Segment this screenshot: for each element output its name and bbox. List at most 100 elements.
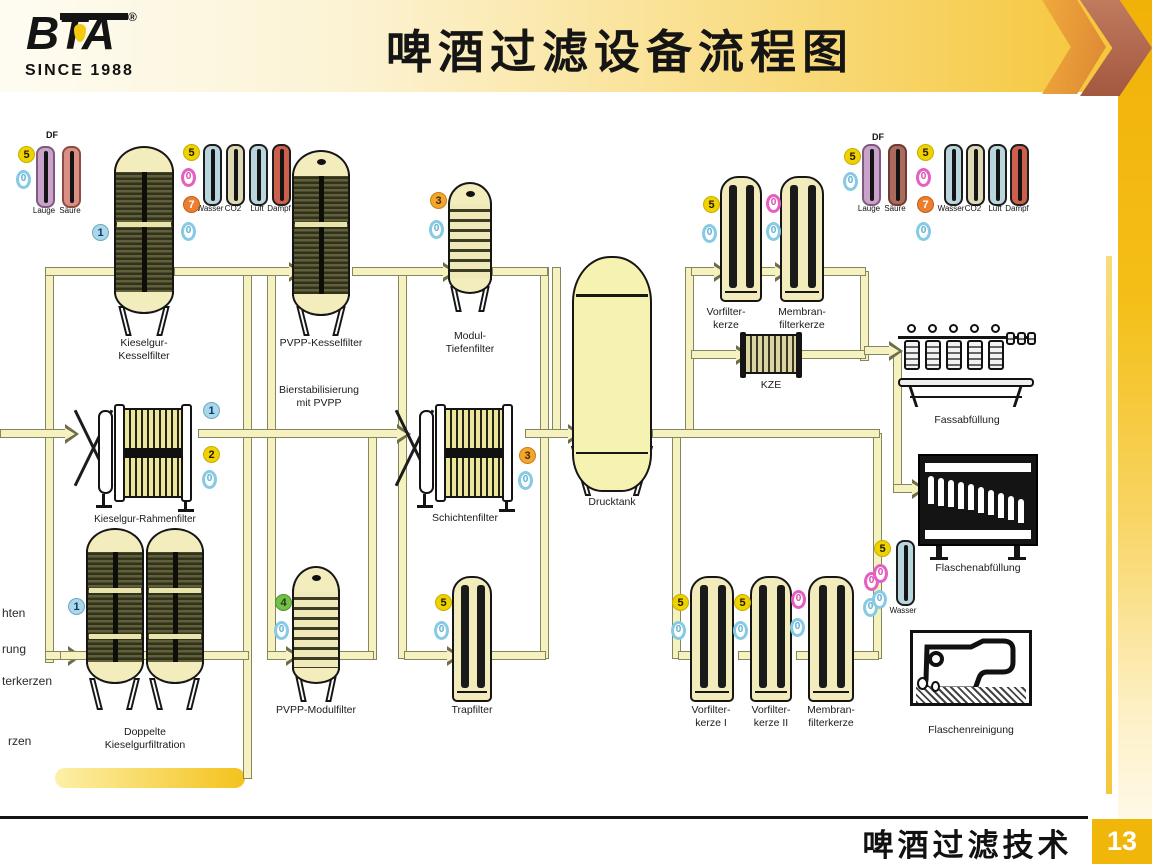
keg <box>967 340 983 370</box>
badge-0: 0 <box>766 222 781 241</box>
equipment-label: Kieselgur- Kesselfilter <box>90 337 198 363</box>
equipment-label: Vorfilter- kerze II <box>740 704 802 730</box>
equipment-label: Modul- Tiefenfilter <box>432 330 508 356</box>
process-note: Bierstabilisierung mit PVPP <box>258 384 380 410</box>
pipe <box>198 423 411 444</box>
equipment-label: Fassabfüllung <box>934 414 1000 426</box>
equipment-drucktank <box>570 256 654 504</box>
pipe <box>45 267 54 663</box>
machine-leg <box>423 494 426 506</box>
tube-label: Luft <box>250 204 264 213</box>
plate-pack-band <box>446 448 502 458</box>
badge-0: 0 <box>202 470 217 489</box>
page-title: 啤酒过滤设备流程图 <box>386 25 854 79</box>
badge-7: 7 <box>917 196 934 213</box>
label-line: Doppelte <box>123 726 167 738</box>
label-line: Kesselfilter <box>118 350 170 363</box>
edge-text-fragment: hten <box>2 606 26 620</box>
pipe <box>490 651 546 660</box>
machine-foot <box>499 509 515 512</box>
plate-pack <box>446 408 502 498</box>
vessel-dome <box>448 182 492 204</box>
badge-0: 0 <box>843 172 858 191</box>
filter-candle <box>808 185 816 288</box>
badge-5: 5 <box>917 144 934 161</box>
machine-brace <box>910 396 1022 398</box>
label-line: Vorfilter- <box>751 704 791 716</box>
right-accent-band <box>1118 0 1152 864</box>
badge-0: 0 <box>274 621 289 640</box>
vessel-band <box>89 588 141 593</box>
keg <box>1027 332 1036 345</box>
equipment-pvpp-kesselfilter <box>292 150 350 342</box>
equipment-schichtenfilter <box>394 396 527 512</box>
bottle <box>938 478 944 506</box>
label-line: Bierstabilisierung <box>279 384 359 396</box>
label-line: Vorfilter- <box>706 306 746 318</box>
label-line: filterkerze <box>808 717 854 730</box>
badge-1: 1 <box>68 598 85 615</box>
equipment-label: KZE <box>760 379 782 391</box>
badge-5: 5 <box>18 146 35 163</box>
content-frame-right <box>1106 256 1112 794</box>
label-line: kerze <box>713 319 739 332</box>
edge-text-fragment: terkerzen <box>2 674 53 688</box>
vessel-body <box>572 256 652 492</box>
pipe <box>0 423 79 444</box>
badge-5: 5 <box>183 144 200 161</box>
equipment-trapfilter <box>452 576 492 702</box>
machine-foot <box>417 505 433 508</box>
machine-leg <box>1014 546 1020 558</box>
df-marker: DF <box>46 130 58 140</box>
label-line: Modul- <box>453 330 487 342</box>
badge-0: 0 <box>434 621 449 640</box>
vessel-dome <box>86 528 144 552</box>
filter-candle <box>837 585 845 688</box>
pipe <box>864 340 903 361</box>
machine-shelf <box>898 378 1034 387</box>
keg <box>1006 332 1015 345</box>
pipe <box>652 429 880 438</box>
machine-foot <box>96 505 112 508</box>
badge-0: 0 <box>916 168 931 187</box>
kze-endplate <box>740 332 746 378</box>
badge-3: 3 <box>519 447 536 464</box>
content-frame-bottom <box>55 768 245 788</box>
header-band <box>0 0 1152 92</box>
bottle <box>1018 499 1024 523</box>
bottle <box>988 490 994 515</box>
keg <box>925 340 941 370</box>
tube-co2 <box>966 144 985 206</box>
keg <box>904 340 920 370</box>
vessel-leg <box>149 678 163 710</box>
machine-leg <box>936 546 942 558</box>
vessel-body <box>146 550 204 664</box>
label-line: Vorfilter- <box>691 704 731 716</box>
badge-5: 5 <box>844 148 861 165</box>
equipment-label: Membran- filterkerze <box>760 306 844 332</box>
badge-0: 0 <box>766 194 781 213</box>
tube-label: Dampf <box>1005 204 1029 213</box>
tube-label: Wasser <box>196 204 224 213</box>
equipment-label: Schichtenfilter <box>432 512 498 524</box>
equipment-label: Flaschenreinigung <box>928 724 1014 736</box>
tube-label: Lauge <box>32 206 56 215</box>
pipe <box>893 478 926 499</box>
equipment-membranfilterkerze <box>780 176 824 302</box>
badge-0: 0 <box>733 621 748 640</box>
filter-candle <box>477 585 485 688</box>
tube-label: Dampf <box>267 204 291 213</box>
kze-endplate <box>796 332 802 378</box>
equipment-label: Flaschenabfüllung <box>935 562 1021 574</box>
vessel-dome <box>292 566 340 592</box>
tube-saeure <box>62 146 81 208</box>
vessel-leg <box>126 678 140 710</box>
machine-foot <box>1008 557 1026 560</box>
logo-bar <box>60 13 128 20</box>
label-line: Membran- <box>778 306 826 318</box>
badge-0: 0 <box>671 621 686 640</box>
vessel-band <box>149 634 201 639</box>
tube-saeure <box>888 144 907 206</box>
keg <box>988 340 1004 370</box>
pipe <box>45 261 132 282</box>
